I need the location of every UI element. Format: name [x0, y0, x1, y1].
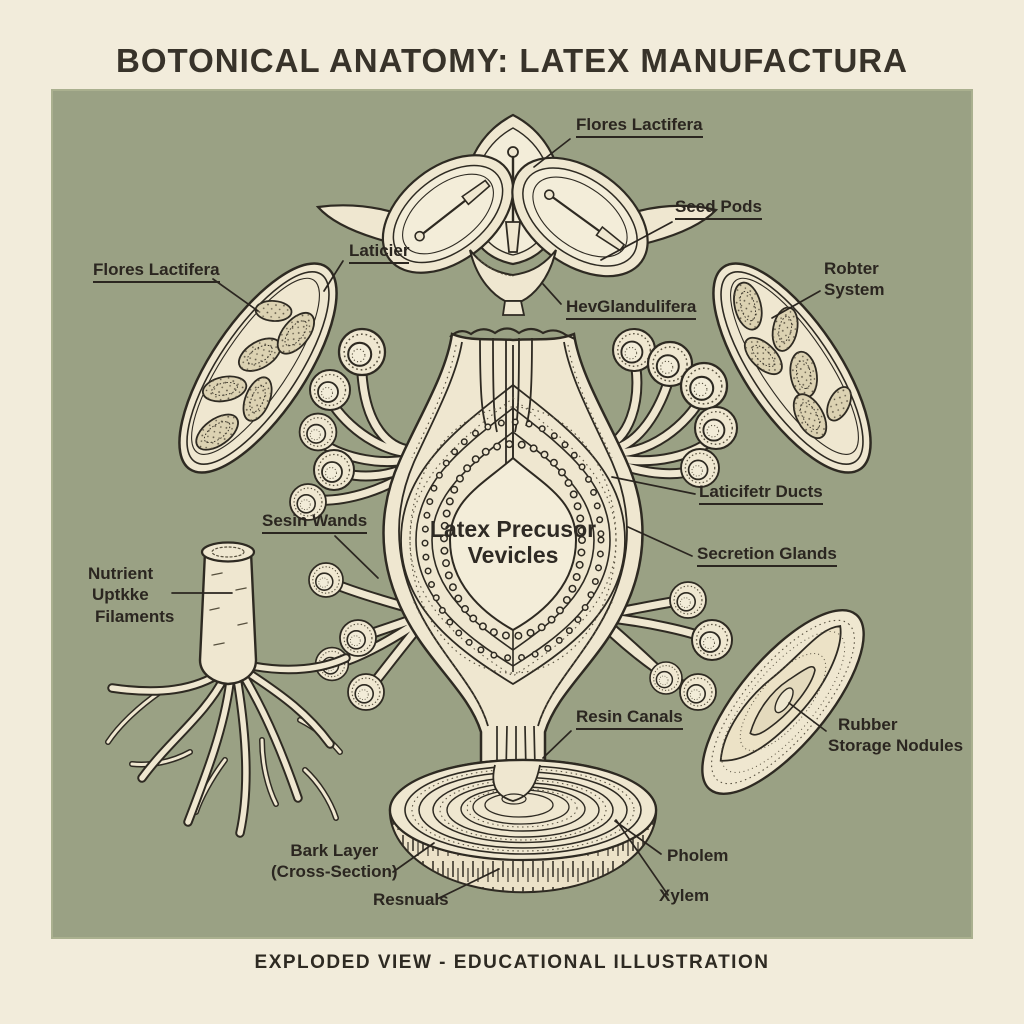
- label-secretion-glands: Secretion Glands: [697, 543, 837, 568]
- root-system-illustration: [105, 541, 351, 838]
- label-seed-pods: Seed Pods: [675, 196, 762, 221]
- label-hev-glandulifera: HevGlandulifera: [566, 296, 697, 321]
- label-pholem: Pholem: [667, 846, 729, 865]
- page-title: BOTONICAL ANATOMY: LATEX MANUFACTURA: [116, 42, 908, 79]
- label-laticier: Laticier: [349, 240, 410, 265]
- central-bulb: [382, 327, 644, 774]
- label-laticifetr-ducts: Laticifetr Ducts: [699, 481, 823, 506]
- label-resin-canals: Resin Canals: [576, 706, 683, 731]
- trunk-cross-section: [388, 758, 658, 894]
- label-rubber-storage-nodules: Rubber Storage Nodules: [828, 715, 964, 756]
- label-flores-lactifera-top: Flores Lactifera: [576, 114, 703, 139]
- label-sesin-wands: Sesin Wands: [262, 510, 368, 535]
- leader-lines: [171, 138, 827, 900]
- label-robter-system: Robter System: [824, 259, 885, 300]
- footer-caption: EXPLODED VIEW - EDUCATIONAL ILLUSTRATION: [254, 952, 770, 973]
- storage-pod-illustration: [701, 609, 865, 795]
- label-xylem: Xylem: [659, 886, 710, 905]
- label-latex-precusor-vevicles: Latex Precusor Vevicles: [429, 516, 597, 569]
- label-bark-layer: Bark Layer (Cross-Section): [271, 841, 398, 882]
- label-resnuals: Resnuals: [373, 890, 449, 909]
- label-flores-lactifera-left: Flores Lactifera: [93, 259, 220, 284]
- label-nutrient-uptkke-filaments: Nutrient Uptkke Filaments: [88, 564, 175, 626]
- flower-illustration: [315, 113, 719, 316]
